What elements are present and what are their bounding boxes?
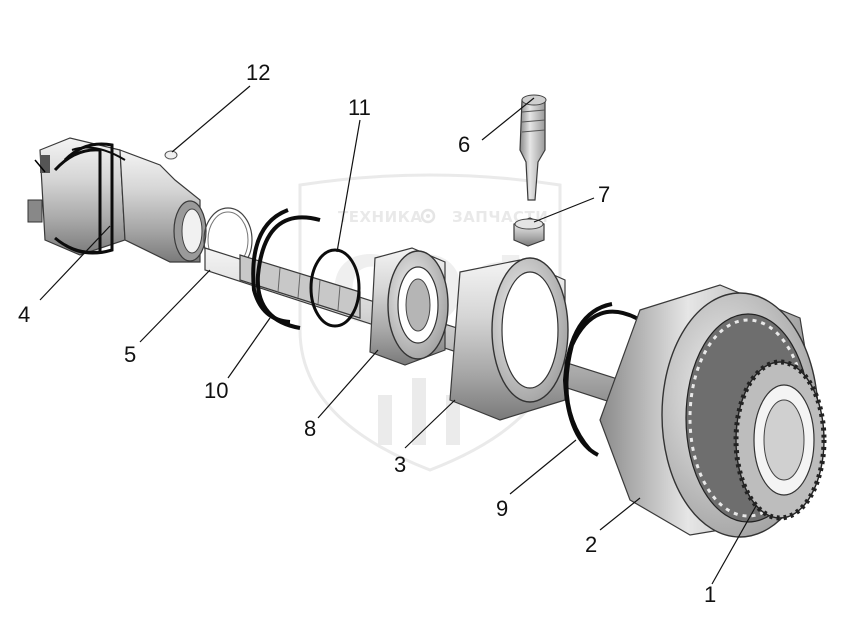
- callout-4: 4: [18, 302, 30, 327]
- callout-1: 1: [704, 582, 716, 607]
- callout-9: 9: [496, 496, 508, 521]
- part-12-ball: [164, 150, 178, 160]
- callout-5: 5: [124, 342, 136, 367]
- callout-12: 12: [246, 60, 270, 85]
- leader-3: [404, 399, 456, 449]
- part-4-splined-housing: [27, 137, 207, 263]
- callout-11: 11: [348, 95, 371, 120]
- leader-6: [481, 97, 535, 141]
- part-10-snap-ring: [251, 208, 321, 330]
- leader-5: [139, 269, 211, 343]
- leader-lines: [39, 85, 757, 585]
- part-1-spur-gear: [733, 359, 827, 521]
- leader-12: [171, 85, 251, 153]
- watermark-wheat-icon: [378, 378, 460, 445]
- callout-3: 3: [394, 452, 406, 477]
- callout-7: 7: [598, 182, 610, 207]
- callout-10: 10: [204, 378, 228, 403]
- gear-icon: [420, 208, 436, 224]
- leader-1: [711, 505, 757, 585]
- main-shaft: [204, 247, 691, 429]
- leader-7: [533, 197, 595, 223]
- callout-labels: 12 11 6 7 4 5 10 8 3 9 2 1: [18, 60, 716, 607]
- watermark-text-left: ТЕХНИКА: [338, 208, 423, 226]
- callout-6: 6: [458, 132, 470, 157]
- leader-2: [599, 497, 641, 531]
- part-9-snap-ring: [562, 302, 641, 457]
- part-7-nut: [513, 217, 545, 247]
- leader-8: [317, 349, 379, 419]
- part-6-stud: [519, 94, 547, 201]
- callout-8: 8: [304, 416, 316, 441]
- leader-10: [227, 317, 271, 379]
- part-11-snap-ring: [309, 248, 361, 328]
- leader-11: [336, 119, 361, 253]
- leader-4: [39, 225, 111, 301]
- part-3-spacer-sleeve: [449, 257, 569, 421]
- callout-2: 2: [585, 532, 597, 557]
- leader-9: [509, 439, 577, 495]
- part-8-ball-bearing: [369, 247, 449, 366]
